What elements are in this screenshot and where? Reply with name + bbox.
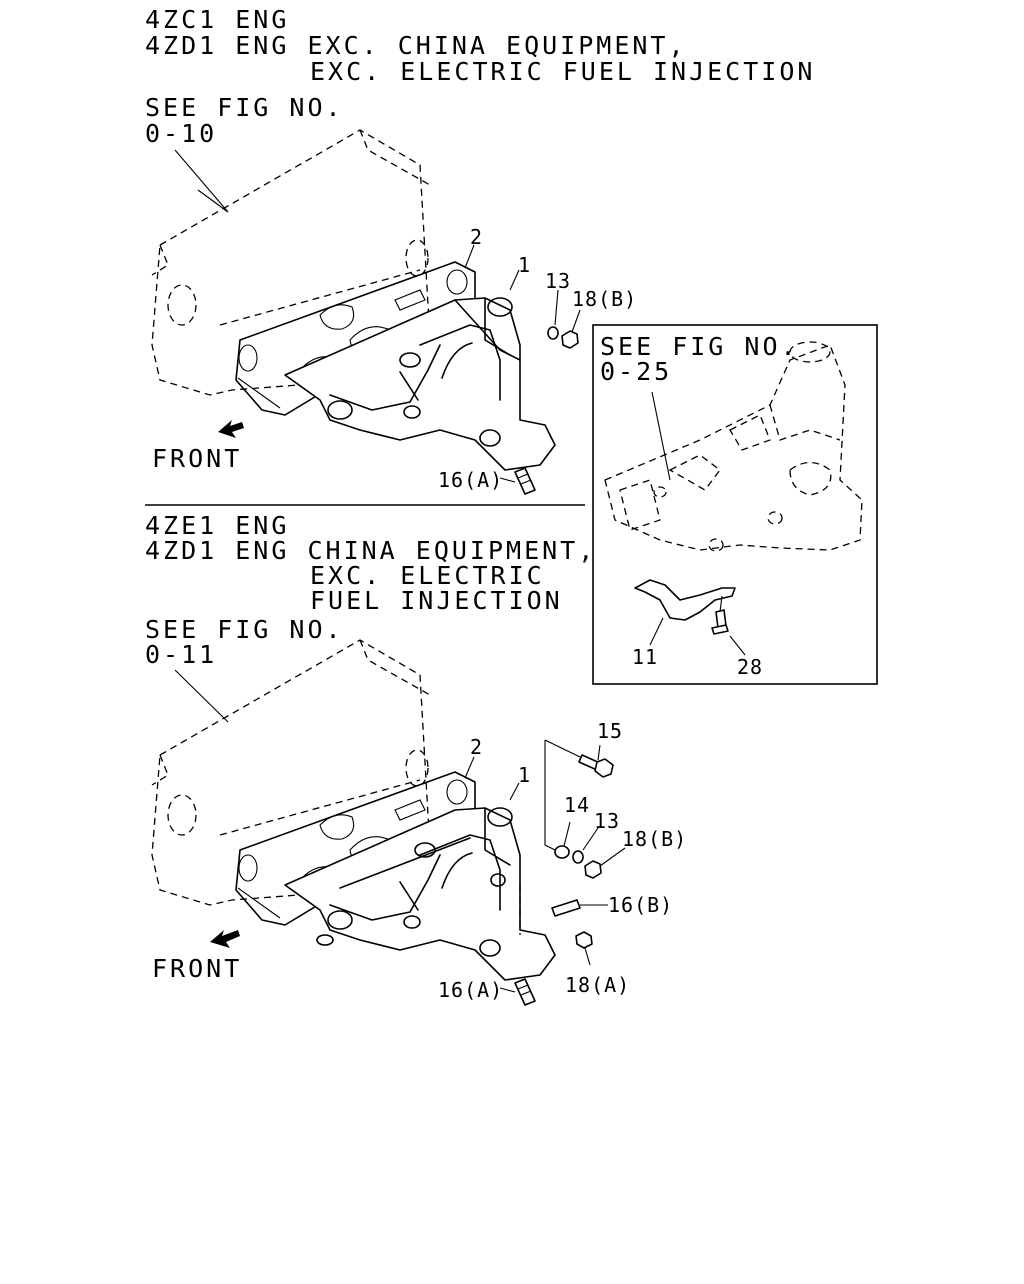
top-callout-2: 2 (470, 225, 483, 249)
bottom-callout-15: 15 (597, 719, 623, 743)
bottom-see-fig-number: 0-11 (145, 640, 217, 669)
bottom-callout-13: 13 (594, 809, 620, 833)
bottom-washer-14 (554, 845, 570, 859)
inset-see-fig-label: SEE FIG NO. (600, 332, 799, 361)
bottom-stud-16a (514, 978, 536, 1006)
top-leaders (237, 244, 581, 483)
top-callout-1: 1 (518, 253, 531, 277)
bottom-callout-16a: 16(A) (438, 978, 503, 1002)
top-front-indicator: FRONT (152, 420, 244, 473)
bottom-callout-18a: 18(A) (565, 973, 630, 997)
bottom-leaders (237, 739, 626, 993)
bottom-nut-18a (575, 931, 593, 949)
bottom-cylinder-head (151, 639, 433, 906)
top-callout-13: 13 (545, 269, 571, 293)
bottom-callout-2: 2 (470, 735, 483, 759)
bottom-fasteners (514, 754, 614, 1006)
inset-intake-manifold: SEE FIG NO. 0-25 11 28 (592, 324, 878, 685)
bottom-exhaust-manifold (284, 807, 556, 981)
bottom-see-fig-label: SEE FIG NO. (145, 615, 344, 644)
top-see-fig-label: SEE FIG NO. (145, 93, 344, 122)
inset-bracket-11 (634, 579, 736, 621)
top-heading-line-3: EXC. ELECTRIC FUEL INJECTION (310, 57, 815, 86)
bottom-heading-line-4: FUEL INJECTION (310, 586, 563, 615)
top-washer-13 (547, 326, 559, 340)
bottom-heading: 4ZE1 ENG 4ZD1 ENG CHINA EQUIPMENT, EXC. … (145, 511, 596, 669)
inset-callout-11: 11 (632, 645, 658, 669)
inset-frame (592, 324, 878, 685)
bottom-front-arrow-icon (210, 930, 240, 948)
top-heading-line-2: 4ZD1 ENG EXC. CHINA EQUIPMENT, (145, 31, 687, 60)
inset-callout-28: 28 (737, 655, 763, 679)
top-heading-line-1: 4ZC1 ENG (145, 5, 289, 34)
bottom-heading-line-1: 4ZE1 ENG (145, 511, 289, 540)
bottom-callouts: 2 1 15 14 13 18(B) 16(B) 18(A) 16(A) (438, 719, 687, 1002)
bottom-front-label: FRONT (152, 954, 242, 983)
top-cylinder-head (151, 129, 433, 396)
bottom-heading-line-2: 4ZD1 ENG CHINA EQUIPMENT, (145, 536, 596, 565)
bottom-heading-line-3: EXC. ELECTRIC (310, 561, 545, 590)
inset-see-fig-number: 0-25 (600, 357, 672, 386)
bottom-nut-18b (584, 860, 602, 879)
top-exhaust-manifold (284, 297, 556, 471)
top-callout-16a: 16(A) (438, 468, 503, 492)
bottom-stud-16b (551, 899, 581, 917)
bottom-front-indicator: FRONT (152, 930, 242, 983)
top-callout-18b: 18(B) (572, 287, 637, 311)
top-see-fig-number: 0-10 (145, 119, 217, 148)
bottom-washer-13 (572, 850, 584, 864)
top-front-label: FRONT (152, 444, 242, 473)
top-front-arrow-icon (218, 420, 244, 438)
top-fasteners (514, 326, 579, 495)
top-stud-16a (514, 467, 536, 495)
top-heading: 4ZC1 ENG 4ZD1 ENG EXC. CHINA EQUIPMENT, … (145, 5, 815, 148)
bottom-callout-16b: 16(B) (608, 893, 673, 917)
top-callouts: 2 1 13 18(B) 16(A) (438, 225, 637, 492)
bottom-callout-18b: 18(B) (622, 827, 687, 851)
bottom-callout-1: 1 (518, 763, 531, 787)
bottom-callout-14: 14 (564, 793, 590, 817)
top-nut-18b (561, 330, 579, 349)
